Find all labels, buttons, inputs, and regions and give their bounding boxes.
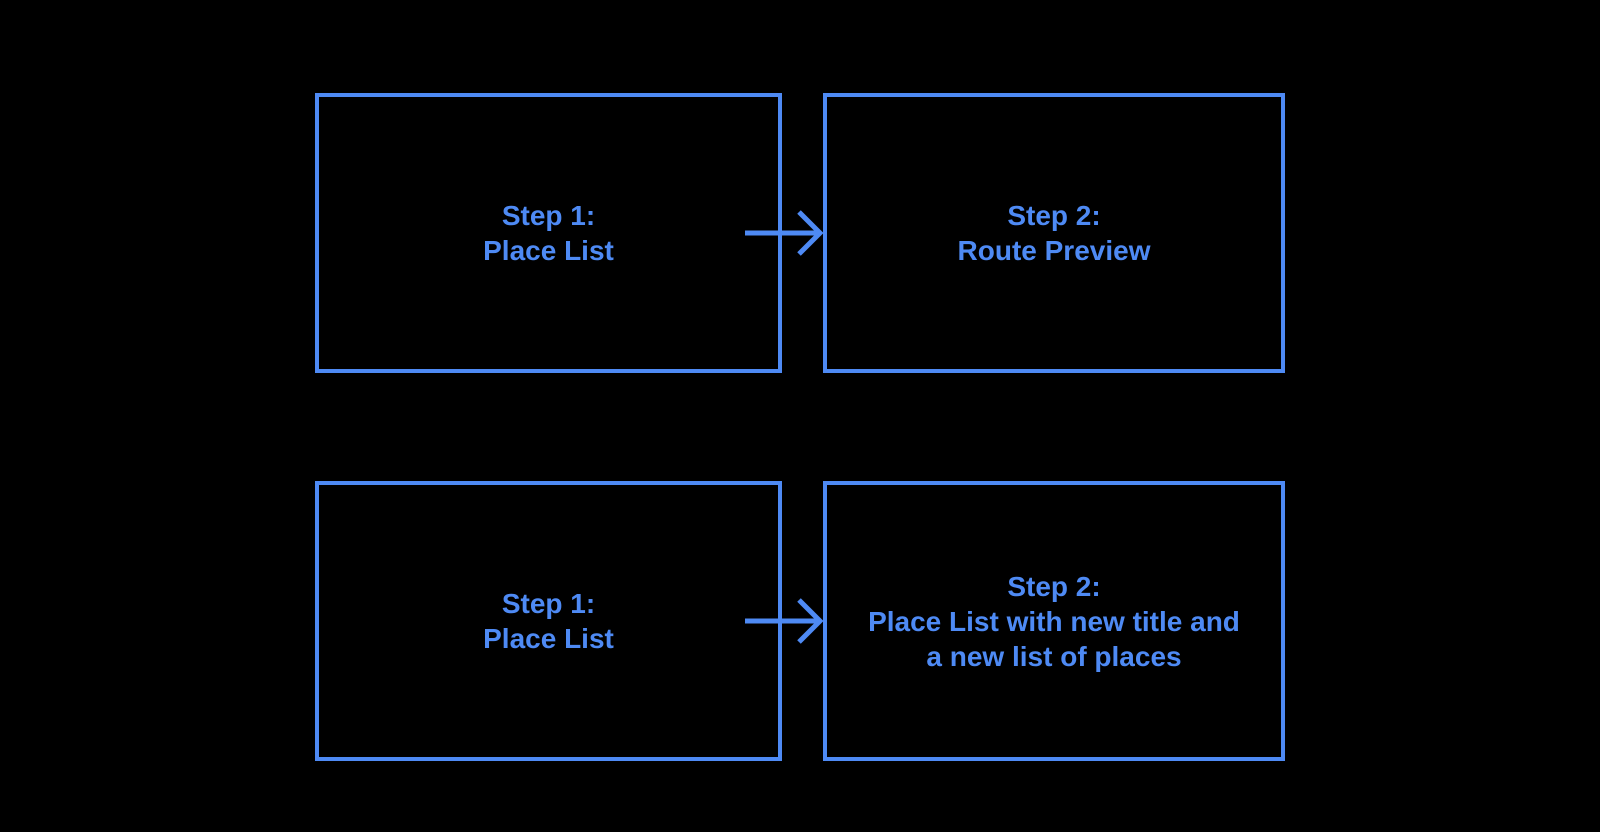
box-label-line: Place List (483, 623, 614, 654)
box-label: Step 1: Place List (483, 586, 614, 656)
box-label: Step 2: Route Preview (958, 198, 1151, 268)
flow-box-step1-place-list-2: Step 1: Place List (315, 481, 782, 761)
box-label-line: Place List (483, 235, 614, 266)
box-label-line: Step 1: (501, 200, 596, 231)
flow-box-step2-place-list-new-title: Step 2: Place List with new title and a … (823, 481, 1285, 761)
box-label-line: Step 1: (501, 588, 596, 619)
arrow-right-icon (745, 598, 824, 644)
box-label-line: Place List with new title and (868, 605, 1240, 637)
box-label: Step 2: Place List with new title and a … (868, 569, 1240, 674)
arrow-right-icon (745, 210, 824, 256)
box-label-line: Step 2: (1007, 570, 1101, 602)
box-label: Step 1: Place List (483, 198, 614, 268)
flow-box-step2-route-preview: Step 2: Route Preview (823, 93, 1285, 373)
box-label-line: Route Preview (957, 235, 1151, 266)
flow-box-step1-place-list: Step 1: Place List (315, 93, 782, 373)
box-label-line: Step 2: (1007, 200, 1101, 231)
box-label-line: a new list of places (926, 640, 1182, 672)
